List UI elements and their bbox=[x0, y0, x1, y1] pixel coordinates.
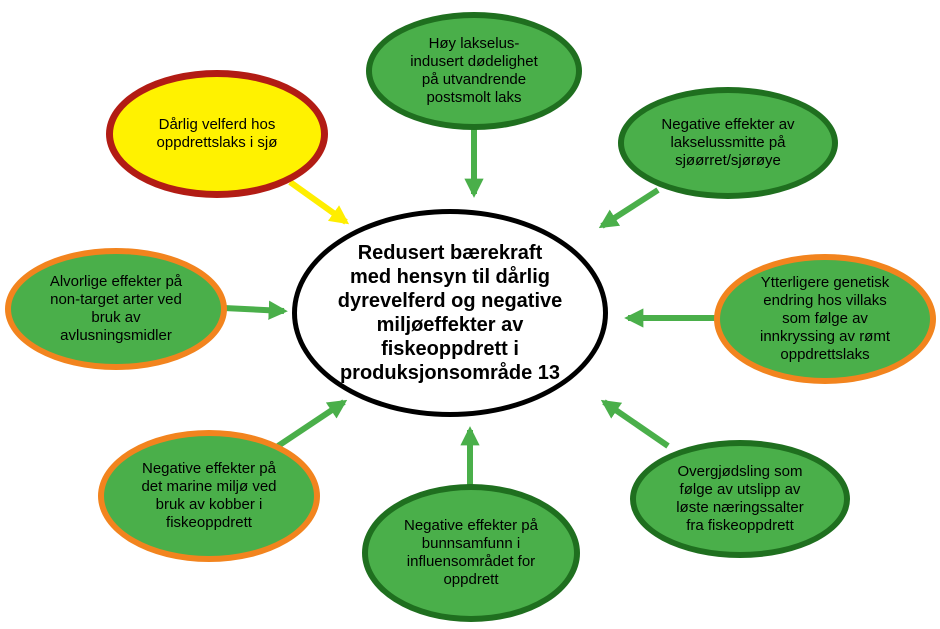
node-lice-effects-sea-trout: Negative effekter av lakselussmitte på s… bbox=[618, 87, 838, 199]
node-high-lice-mortality: Høy lakselus- indusert dødelighet på utv… bbox=[366, 12, 582, 130]
arrow-copper-effects bbox=[276, 399, 348, 449]
node-label: Høy lakselus- indusert dødelighet på utv… bbox=[410, 35, 538, 106]
node-label: Ytterligere genetisk endring hos villaks… bbox=[759, 274, 891, 363]
node-non-target-effects: Alvorlige effekter på non-target arter v… bbox=[5, 248, 227, 370]
arrow-non-target-effects bbox=[223, 300, 288, 320]
node-seabed-effects: Negative effekter på bunnsamfunn i influ… bbox=[362, 484, 580, 622]
node-label: Negative effekter av lakselussmitte på s… bbox=[661, 116, 795, 169]
node-genetic-change-wild-salmon: Ytterligere genetisk endring hos villaks… bbox=[714, 254, 936, 384]
node-label: Alvorlige effekter på non-target arter v… bbox=[49, 273, 183, 344]
node-label: Negative effekter på det marine miljø ve… bbox=[141, 460, 277, 531]
node-label: Overgjødsling som følge av utslipp av lø… bbox=[676, 463, 804, 534]
center-label: Redusert bærekraft med hensyn til dårlig… bbox=[337, 242, 563, 384]
node-copper-effects: Negative effekter på det marine miljø ve… bbox=[98, 430, 320, 562]
node-poor-welfare: Dårlig velferd hos oppdrettslaks i sjø bbox=[106, 70, 328, 198]
node-label: Negative effekter på bunnsamfunn i influ… bbox=[404, 517, 538, 588]
node-label: Dårlig velferd hos oppdrettslaks i sjø bbox=[156, 116, 278, 151]
node-eutrophication: Overgjødsling som følge av utslipp av lø… bbox=[630, 440, 850, 558]
center-node: Redusert bærekraft med hensyn til dårlig… bbox=[292, 209, 608, 417]
arrow-lice-effects-sea-trout bbox=[598, 187, 660, 229]
arrow-poor-welfare bbox=[288, 179, 350, 225]
arrow-eutrophication bbox=[600, 399, 670, 449]
